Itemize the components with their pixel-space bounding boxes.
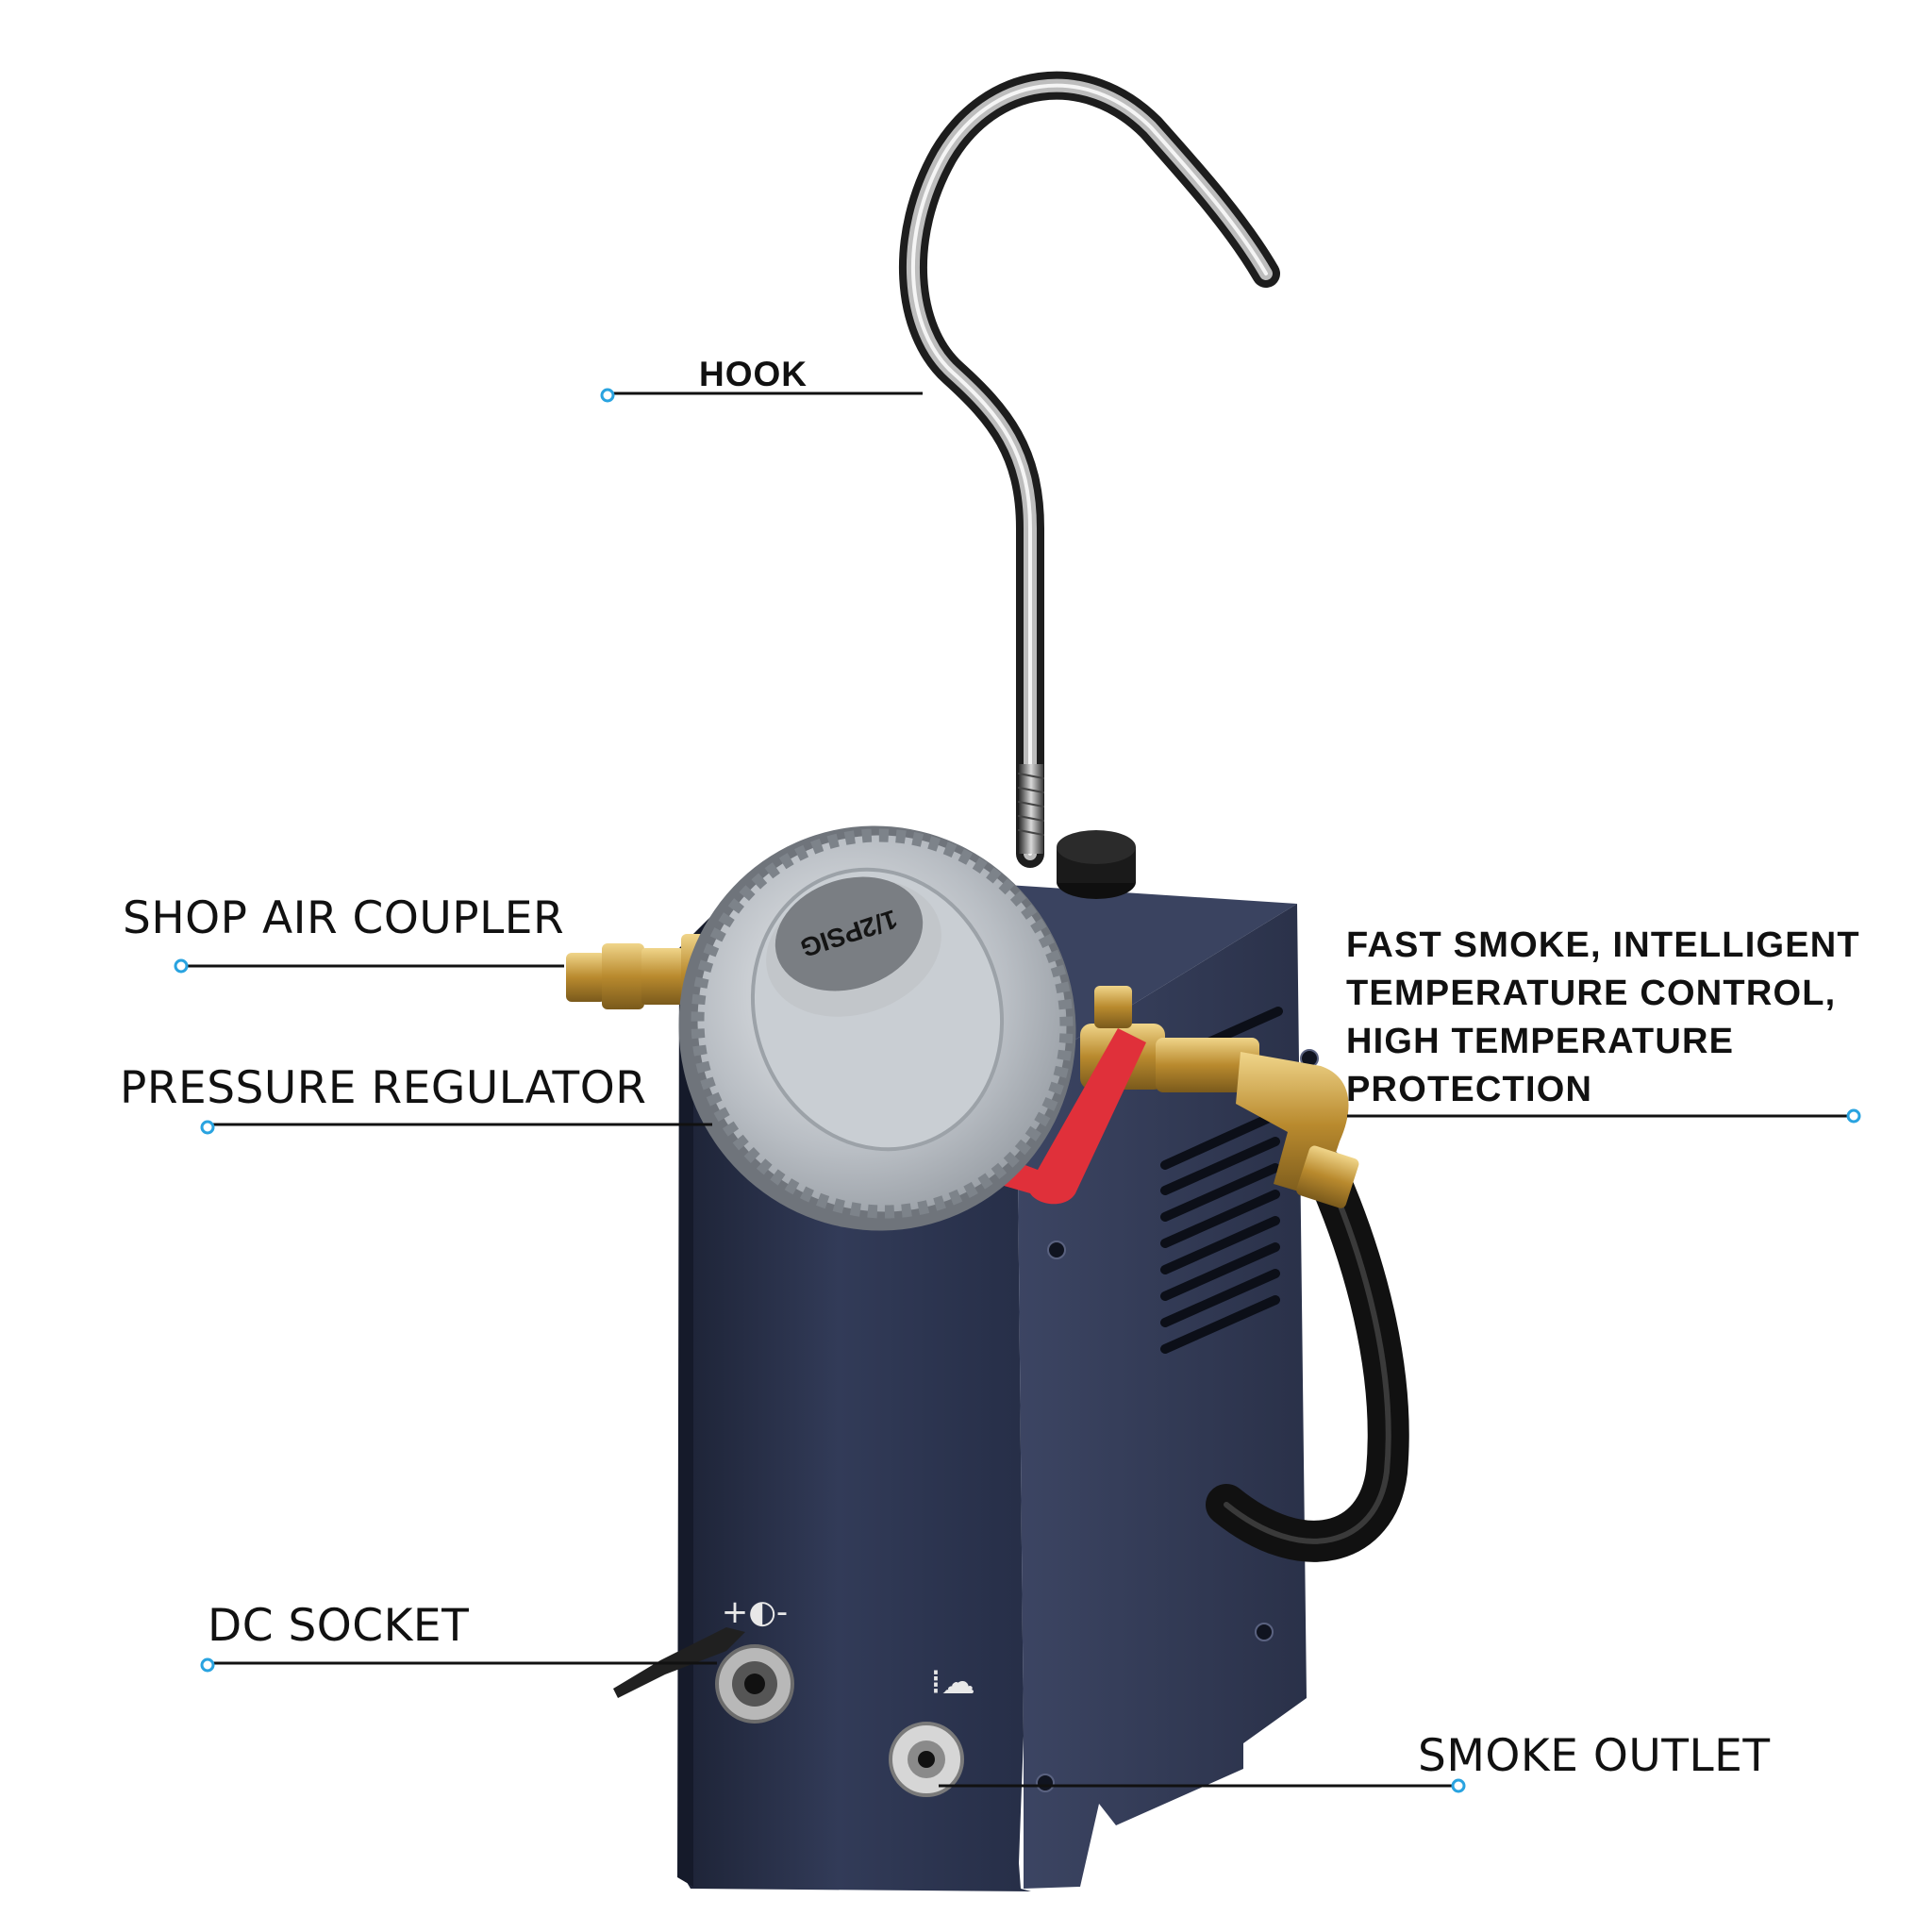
dc-polarity-symbol: +◐- bbox=[722, 1593, 788, 1631]
pressure-regulator: 1/2PSIG bbox=[678, 825, 1076, 1231]
smoke-outlet: ⁞☁ bbox=[889, 1663, 975, 1797]
callout-dots bbox=[174, 388, 1861, 1793]
ball-valve bbox=[981, 986, 1359, 1208]
dot-hook bbox=[600, 388, 615, 403]
feature-line-3: HIGH TEMPERATURE bbox=[1346, 1022, 1735, 1061]
dc-socket: +◐- bbox=[613, 1593, 794, 1724]
feature-line-1: FAST SMOKE, INTELLIGENT bbox=[1346, 925, 1860, 965]
dot-smoke bbox=[1451, 1778, 1466, 1793]
label-features: FAST SMOKE, INTELLIGENT TEMPERATURE CONT… bbox=[1346, 922, 1860, 1114]
label-hook: HOOK bbox=[699, 355, 808, 393]
control-knob bbox=[1057, 830, 1136, 899]
label-smoke-outlet: SMOKE OUTLET bbox=[1418, 1730, 1771, 1782]
feature-line-2: TEMPERATURE CONTROL, bbox=[1346, 974, 1837, 1013]
dial-cap bbox=[774, 876, 924, 991]
label-pressure-regulator: PRESSURE REGULATOR bbox=[120, 1062, 647, 1114]
valve-handle bbox=[981, 1028, 1146, 1205]
dot-features bbox=[1846, 1108, 1861, 1124]
leader-lines bbox=[179, 391, 1854, 1788]
smoke-symbol: ⁞☁ bbox=[930, 1663, 974, 1702]
dot-dc bbox=[200, 1657, 215, 1673]
feature-line-4: PROTECTION bbox=[1346, 1070, 1593, 1109]
label-shop-air-coupler: SHOP AIR COUPLER bbox=[123, 892, 565, 944]
dot-shop-air bbox=[174, 958, 189, 974]
dot-regulator bbox=[200, 1120, 215, 1135]
mounting-bracket bbox=[677, 910, 726, 1887]
label-dc-socket: DC SOCKET bbox=[208, 1600, 470, 1652]
hook bbox=[898, 71, 1280, 868]
